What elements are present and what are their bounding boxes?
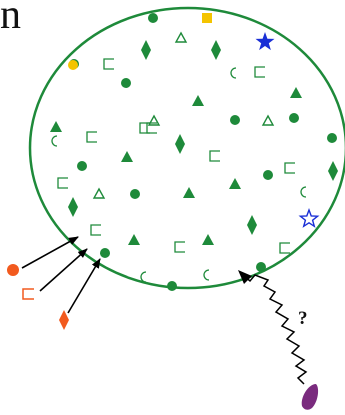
outside-symbol-orange-circle-0 xyxy=(7,264,19,276)
symbol-yellow-circle-49 xyxy=(68,60,78,70)
inside-symbols xyxy=(50,13,338,291)
symbol-circle-17 xyxy=(230,115,240,125)
symbol-open-triangle-30 xyxy=(94,189,104,198)
arrow-2 xyxy=(40,249,87,291)
symbol-bracket-46 xyxy=(280,243,290,253)
symbol-circle-25 xyxy=(77,161,87,171)
symbol-circle-22 xyxy=(327,133,337,143)
symbol-circle-41 xyxy=(256,262,266,272)
symbol-circle-0 xyxy=(148,13,158,23)
outside-symbol-orange-diamond-2 xyxy=(59,310,69,330)
symbol-filled-square-1 xyxy=(202,13,212,23)
symbol-circle-43 xyxy=(167,281,177,291)
symbol-star-filled-5 xyxy=(256,32,275,50)
symbol-bracket-9 xyxy=(255,67,265,77)
symbol-circle-48 xyxy=(289,113,299,123)
symbol-diamond-47 xyxy=(247,215,257,235)
symbol-crescent-42 xyxy=(141,272,146,282)
symbol-triangle-24 xyxy=(121,151,133,162)
symbol-bracket-16 xyxy=(87,132,97,142)
symbol-diamond-3 xyxy=(141,40,151,60)
symbol-open-triangle-18 xyxy=(263,116,273,125)
wavy-arrow-head xyxy=(238,270,252,284)
symbol-triangle-39 xyxy=(202,234,214,245)
symbol-bracket-20 xyxy=(210,151,220,161)
symbol-bracket-26 xyxy=(58,178,68,188)
symbol-triangle-38 xyxy=(128,234,140,245)
symbol-bracket-37 xyxy=(91,225,101,235)
symbol-triangle-12 xyxy=(192,95,204,106)
symbol-crescent-19 xyxy=(52,136,57,146)
symbol-diamond-21 xyxy=(175,134,185,154)
outside-symbol-purple-blob-3 xyxy=(302,384,318,410)
symbol-diamond-27 xyxy=(328,161,338,181)
symbol-triangle-32 xyxy=(229,178,241,189)
symbol-triangle-34 xyxy=(183,187,195,198)
symbol-bracket-40 xyxy=(175,242,185,252)
arrow-3 xyxy=(68,259,100,313)
wavy-arrow xyxy=(244,275,306,384)
outside-symbol-orange-bracket-1 xyxy=(23,289,34,299)
set-boundary xyxy=(30,8,345,288)
symbol-circle-6 xyxy=(121,78,131,88)
symbol-diamond-4 xyxy=(211,40,221,60)
question-mark: ? xyxy=(298,309,308,328)
symbol-circle-28 xyxy=(263,170,273,180)
symbol-circle-31 xyxy=(130,189,140,199)
symbol-bracket-7 xyxy=(104,59,114,69)
symbol-diamond-35 xyxy=(68,197,78,217)
symbol-bracket-29 xyxy=(285,163,295,173)
symbol-crescent-44 xyxy=(204,270,209,280)
symbol-open-triangle-2 xyxy=(176,33,186,42)
arrow-1 xyxy=(22,237,78,268)
symbol-circle-45 xyxy=(100,248,110,258)
symbol-crescent-33 xyxy=(301,187,306,197)
symbol-star-open-36 xyxy=(300,210,317,226)
symbol-triangle-13 xyxy=(290,87,302,98)
entry-arrows xyxy=(22,237,100,313)
symbol-crescent-10 xyxy=(231,68,236,78)
symbol-triangle-14 xyxy=(50,121,62,132)
